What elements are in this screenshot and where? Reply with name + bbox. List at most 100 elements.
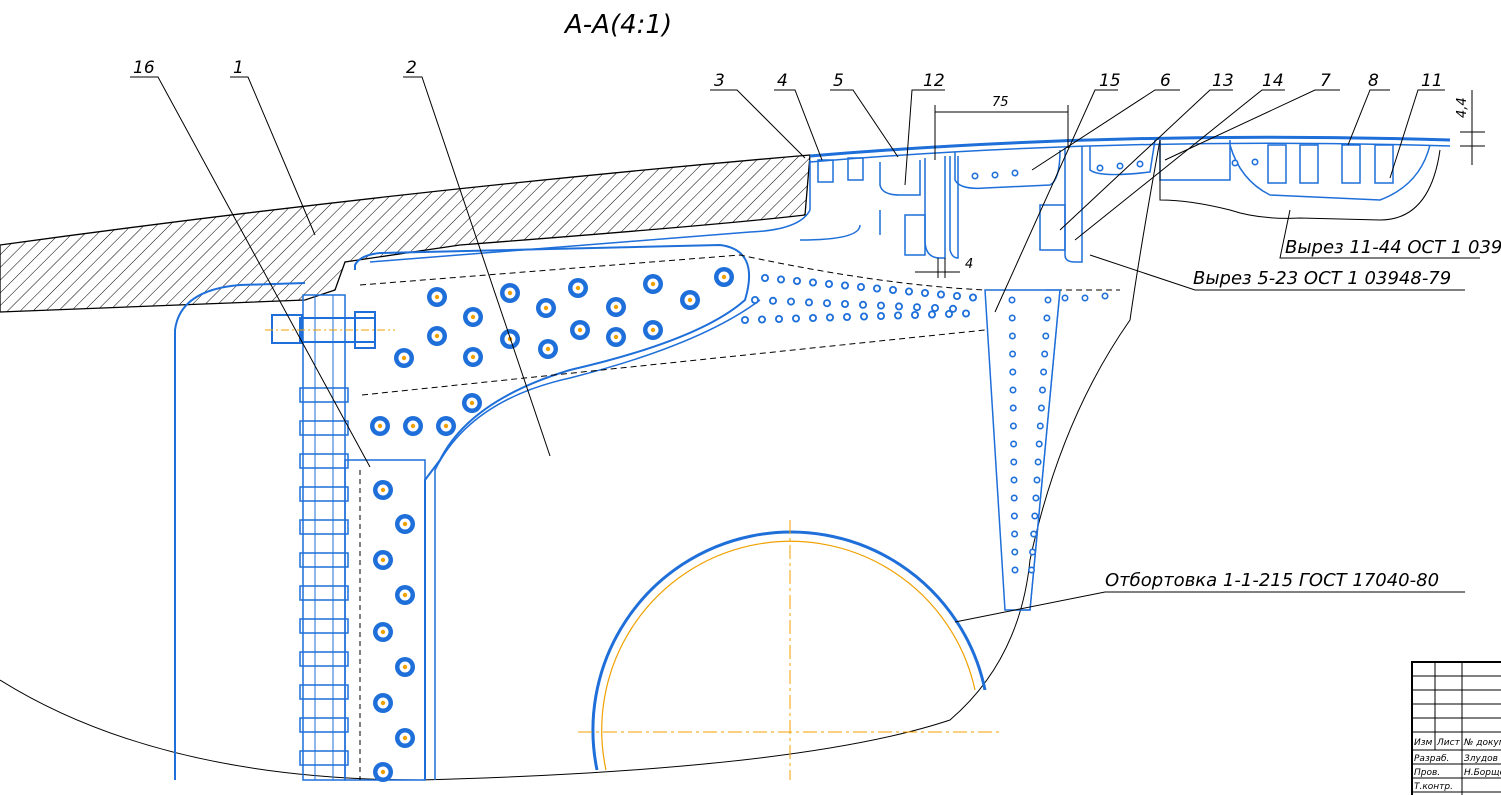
tb-header-list: Лист bbox=[1436, 738, 1461, 748]
rivet-inner bbox=[770, 298, 776, 303]
rivet-inner bbox=[1012, 550, 1017, 554]
rivet-inner bbox=[1032, 514, 1037, 518]
label-12: 12 bbox=[923, 71, 945, 91]
rivet-inner bbox=[1013, 568, 1017, 572]
rivet-inner bbox=[932, 305, 938, 311]
rivet-inner bbox=[895, 313, 901, 318]
rivet-inner bbox=[810, 315, 816, 321]
rivet-inner bbox=[1010, 316, 1015, 320]
rivet-inner bbox=[1012, 496, 1017, 500]
dimensions bbox=[915, 90, 1485, 278]
rivet-inner bbox=[1083, 296, 1087, 300]
rivet-inner bbox=[844, 314, 850, 320]
spar-bolt bbox=[299, 651, 349, 667]
rivet-inner bbox=[842, 301, 848, 307]
rivet-inner bbox=[1063, 296, 1067, 300]
rivet-inner bbox=[1035, 478, 1039, 482]
rivet-inner bbox=[1033, 496, 1038, 500]
rivet-inner bbox=[973, 174, 977, 178]
rivet-inner bbox=[1036, 460, 1041, 464]
rivet-center bbox=[470, 314, 476, 320]
label-3: 3 bbox=[714, 71, 725, 91]
rivet-inner bbox=[858, 284, 864, 290]
rivet-inner bbox=[878, 313, 884, 319]
rivet-inner bbox=[788, 299, 794, 304]
rivet-inner bbox=[1012, 514, 1017, 518]
label-11: 11 bbox=[1421, 71, 1443, 91]
rivet-inner bbox=[1040, 388, 1045, 392]
rivet-center bbox=[380, 557, 386, 563]
rivet-inner bbox=[776, 316, 782, 322]
rivets-large bbox=[370, 267, 734, 782]
rivet-inner bbox=[778, 277, 784, 282]
spar-bolt bbox=[299, 519, 349, 535]
rivet-inner bbox=[827, 315, 833, 320]
rivet-center bbox=[434, 294, 440, 300]
label-4: 4 bbox=[777, 71, 788, 91]
rivet-inner bbox=[946, 311, 952, 317]
rivet-center bbox=[575, 285, 581, 291]
rivet-inner bbox=[1253, 160, 1257, 164]
rivet-center bbox=[613, 304, 619, 310]
rivet-center bbox=[650, 327, 656, 333]
rivet-inner bbox=[752, 297, 758, 303]
rivet-center bbox=[380, 769, 386, 775]
rivet-center bbox=[577, 327, 583, 333]
tb-header-doc: № докум. bbox=[1463, 738, 1501, 748]
dim-4: 4 bbox=[965, 257, 973, 272]
rivet-center bbox=[650, 281, 656, 287]
spar-bolt bbox=[299, 486, 349, 502]
vertical-spar bbox=[299, 294, 426, 781]
rivet-center bbox=[380, 700, 386, 706]
rivet-center bbox=[402, 521, 408, 527]
spar-bolt bbox=[299, 717, 349, 733]
rivet-inner bbox=[1010, 334, 1015, 338]
rivet-center bbox=[410, 423, 416, 429]
rivet-inner bbox=[1013, 171, 1017, 175]
label-8: 8 bbox=[1368, 71, 1379, 91]
rivet-center bbox=[443, 423, 449, 429]
rivet-inner bbox=[1118, 164, 1122, 168]
rivet-inner bbox=[890, 287, 896, 293]
rivet-inner bbox=[906, 289, 912, 294]
rivet-inner bbox=[759, 317, 765, 322]
rivet-inner bbox=[1041, 370, 1046, 374]
outer-contour bbox=[0, 139, 1161, 781]
rivet-inner bbox=[1042, 352, 1047, 356]
spar-bolt bbox=[299, 585, 349, 601]
label-14: 14 bbox=[1262, 71, 1284, 91]
rivet-center bbox=[469, 400, 475, 406]
label-7: 7 bbox=[1320, 71, 1331, 91]
rivet-inner bbox=[963, 311, 969, 316]
label-13: 13 bbox=[1212, 71, 1234, 91]
rivet-inner bbox=[1039, 406, 1044, 410]
lightening-hole bbox=[578, 520, 1000, 780]
spar-bolt bbox=[299, 684, 349, 700]
outer-skin bbox=[809, 135, 1451, 163]
rivet-center bbox=[687, 297, 693, 303]
rivet-inner bbox=[1030, 550, 1035, 554]
rivet-center bbox=[402, 592, 408, 598]
rivet-inner bbox=[824, 301, 830, 306]
rivet-inner bbox=[742, 317, 748, 323]
rivet-inner bbox=[1011, 442, 1016, 446]
rivet-inner bbox=[794, 278, 800, 284]
rivet-inner bbox=[1103, 294, 1107, 298]
rivet-inner bbox=[1031, 532, 1036, 536]
label-6: 6 bbox=[1160, 71, 1171, 91]
rivet-center bbox=[545, 346, 551, 352]
rivet-inner bbox=[762, 275, 768, 281]
rivet-inner bbox=[874, 286, 880, 291]
rivet-center bbox=[377, 423, 383, 429]
rivet-inner bbox=[938, 292, 944, 297]
rivet-inner bbox=[793, 316, 799, 321]
section-title: А-А(4:1) bbox=[563, 10, 672, 40]
rivet-inner bbox=[1233, 161, 1237, 165]
rivet-inner bbox=[1043, 334, 1048, 338]
label-1: 1 bbox=[233, 58, 244, 78]
rivet-inner bbox=[1138, 162, 1142, 166]
rivet-inner bbox=[896, 304, 902, 309]
rivet-center bbox=[507, 290, 513, 296]
rivet-inner bbox=[810, 280, 816, 285]
